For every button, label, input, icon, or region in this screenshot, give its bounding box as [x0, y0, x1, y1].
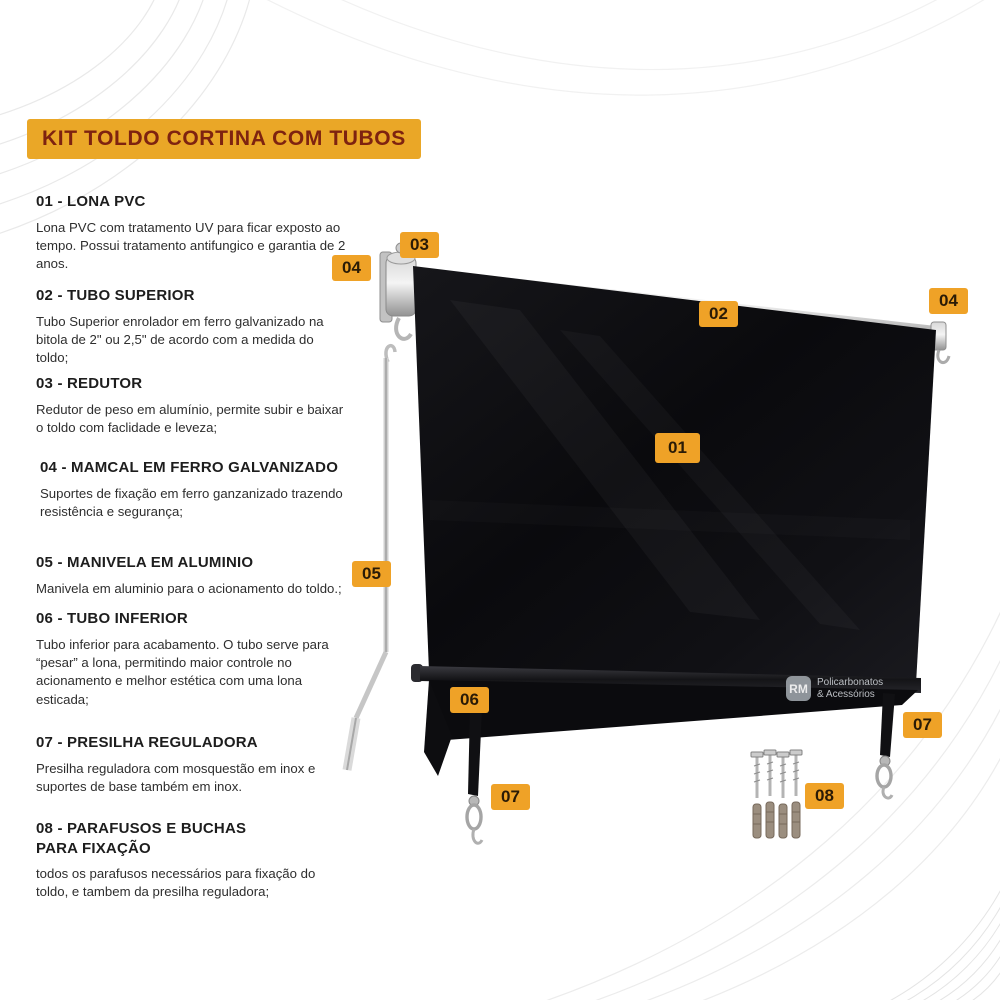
section-parafusos: 08 - PARAFUSOS E BUCHAS PARA FIXAÇÃO tod… [36, 819, 348, 902]
section-heading: 01 - LONA PVC [36, 193, 146, 210]
badge-03: 03 [400, 232, 439, 259]
badge-08: 08 [805, 783, 844, 810]
section-body: Manivela em aluminio para o acionamento … [36, 580, 342, 596]
section-lona-pvc: 01 - LONA PVC Lona PVC com tratamento UV… [36, 192, 348, 274]
brand-logo: RM [786, 676, 811, 701]
section-body: todos os parafusos necessários para fixa… [36, 866, 316, 900]
section-heading: 02 - TUBO SUPERIOR [36, 287, 195, 304]
section-body: Redutor de peso em alumínio, permite sub… [36, 401, 344, 435]
brand-line1: Policarbonatos [817, 676, 884, 688]
parafusos-buchas-graphic [750, 749, 803, 839]
section-heading: 07 - PRESILHA REGULADORA [36, 734, 258, 751]
section-heading: 06 - TUBO INFERIOR [36, 610, 188, 627]
presilha-left-graphic [465, 708, 484, 845]
badge-06: 06 [450, 687, 489, 714]
redutor-mancal-graphic [379, 242, 417, 341]
page-title: KIT TOLDO CORTINA COM TUBOS [27, 119, 421, 159]
section-heading: 08 - PARAFUSOS E BUCHAS PARA FIXAÇÃO [36, 820, 247, 857]
badge-01: 01 [655, 433, 700, 464]
brand-watermark: RM Policarbonatos & Acessórios [786, 676, 883, 701]
badge-02: 02 [699, 301, 738, 328]
section-manivela: 05 - MANIVELA EM ALUMINIO Manivela em al… [36, 553, 348, 598]
presilha-right-graphic [875, 693, 895, 800]
section-tubo-inferior: 06 - TUBO INFERIOR Tubo inferior para ac… [36, 609, 332, 709]
section-presilha: 07 - PRESILHA REGULADORA Presilha regula… [36, 733, 348, 796]
section-body: Suportes de fixação em ferro ganzanizado… [40, 485, 343, 519]
section-heading: 05 - MANIVELA EM ALUMINIO [36, 554, 254, 571]
badge-07-right: 07 [903, 712, 942, 739]
section-body: Tubo inferior para acabamento. O tubo se… [36, 636, 329, 707]
section-body: Presilha reguladora com mosquestão em in… [36, 760, 316, 794]
badge-07-left: 07 [491, 784, 530, 811]
section-mamcal: 04 - MAMCAL EM FERRO GALVANIZADO Suporte… [40, 458, 370, 521]
lona-pvc-graphic [413, 266, 936, 684]
badge-04-right: 04 [929, 288, 968, 315]
brand-line2: & Acessórios [817, 688, 875, 700]
badge-04-left: 04 [332, 255, 371, 282]
section-redutor: 03 - REDUTOR Redutor de peso em alumínio… [36, 374, 348, 437]
section-tubo-superior: 02 - TUBO SUPERIOR Tubo Superior enrolad… [36, 286, 348, 368]
section-heading: 03 - REDUTOR [36, 375, 143, 392]
badge-05: 05 [352, 561, 391, 588]
section-body: Lona PVC com tratamento UV para ficar ex… [36, 219, 346, 272]
section-heading: 04 - MAMCAL EM FERRO GALVANIZADO [40, 459, 339, 476]
section-body: Tubo Superior enrolador em ferro galvani… [36, 313, 324, 366]
brand-text: Policarbonatos & Acessórios [817, 677, 883, 701]
manivela-graphic [342, 343, 397, 771]
